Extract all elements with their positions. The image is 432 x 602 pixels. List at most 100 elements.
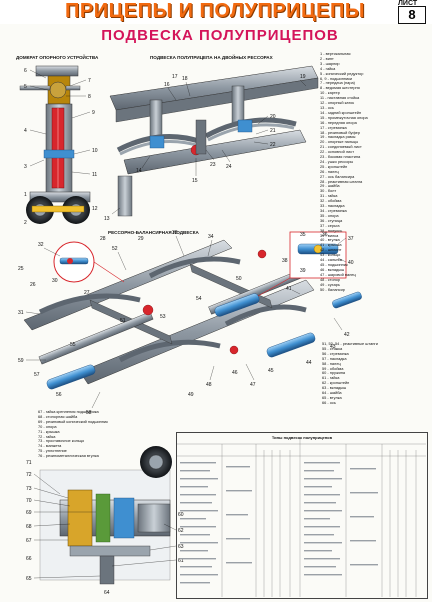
callout-42: 42 bbox=[344, 332, 350, 338]
legend-item: 44 - сальник bbox=[320, 257, 343, 263]
balancer-suspension-drawing bbox=[23, 231, 362, 390]
legend-item: 21 - соединяемый лист bbox=[320, 144, 362, 150]
callout-47: 47 bbox=[250, 382, 256, 388]
callout-67: 67 bbox=[26, 538, 32, 544]
callout-2: 2 bbox=[24, 220, 27, 226]
legend-item: 28 - реактивная штанга bbox=[320, 178, 363, 184]
callout-37: 37 bbox=[348, 236, 354, 242]
legend-item: 23 - боковая пластина bbox=[320, 154, 361, 160]
legend-item: 42 - шплинт bbox=[320, 247, 342, 253]
callout-1: 1 bbox=[24, 192, 27, 198]
callout-25: 25 bbox=[18, 266, 24, 272]
callout-33: 33 bbox=[172, 230, 178, 236]
balancer-callouts bbox=[25, 235, 347, 409]
callout-11: 11 bbox=[92, 172, 97, 178]
legend-item: 11 - наставная стойка bbox=[320, 95, 360, 101]
legend-item: 24 - ушко рессоры bbox=[320, 158, 354, 164]
legend-item: 37 - серьга bbox=[320, 222, 340, 228]
legend-item: 35 - опора bbox=[320, 212, 339, 218]
legend-item: 6, 9 - подшипники bbox=[320, 75, 353, 81]
callout-20: 20 bbox=[270, 114, 276, 120]
callout-44: 44 bbox=[306, 360, 312, 366]
legend-item: 25 - кронштейн bbox=[320, 163, 348, 169]
callout-73: 73 bbox=[26, 486, 32, 492]
callout-60: 60 bbox=[178, 512, 184, 518]
callout-18: 18 bbox=[182, 76, 188, 82]
legend-item: 51, 53, 54 - реактивные штанги bbox=[322, 341, 378, 346]
callout-4: 4 bbox=[24, 128, 27, 134]
callout-56: 56 bbox=[56, 392, 62, 398]
callout-13: 13 bbox=[104, 216, 110, 222]
legend-item: 64 - шайба bbox=[322, 390, 342, 396]
legend-item: 65 - втулка bbox=[322, 394, 342, 400]
callout-38: 38 bbox=[282, 258, 288, 264]
legend-item: 40 - втулка bbox=[320, 237, 340, 243]
legend-item: 20 - опорные пальцы bbox=[320, 139, 359, 145]
callout-46: 46 bbox=[232, 370, 238, 376]
callout-17: 17 bbox=[172, 74, 178, 80]
callout-19: 19 bbox=[300, 74, 306, 80]
legend-item: 56 - стремянка bbox=[322, 350, 349, 356]
legend-item: 66 - ось bbox=[322, 399, 336, 405]
callout-55: 55 bbox=[70, 342, 76, 348]
legend-item: 61 - гайка bbox=[322, 375, 340, 381]
legend-item: 34 - стремянка bbox=[320, 208, 347, 213]
callout-8: 8 bbox=[88, 94, 91, 100]
legend-item: 15 - промежуточная опора bbox=[320, 114, 368, 120]
suspension-table-grid bbox=[176, 438, 426, 597]
sheet-number: 8 bbox=[398, 6, 426, 24]
callout-64: 64 bbox=[104, 590, 110, 596]
callout-10: 10 bbox=[92, 148, 98, 154]
legend-item: 39 - вилка bbox=[320, 232, 339, 238]
callout-62: 62 bbox=[178, 528, 184, 534]
callout-9: 9 bbox=[92, 110, 95, 116]
callout-68: 68 bbox=[26, 524, 32, 530]
callout-14: 14 bbox=[136, 168, 142, 174]
callout-54: 54 bbox=[196, 296, 202, 302]
callout-39: 39 bbox=[300, 268, 306, 274]
callout-65: 65 bbox=[26, 576, 32, 582]
hub-callouts bbox=[33, 473, 177, 579]
callout-48: 48 bbox=[206, 382, 212, 388]
callout-34: 34 bbox=[208, 234, 214, 240]
callout-24: 24 bbox=[226, 164, 232, 170]
callout-51: 51 bbox=[120, 318, 126, 324]
legend-item: 73 - проставочное кольцо bbox=[38, 438, 85, 444]
legend-item: 8 - ведомая шестерня bbox=[320, 85, 360, 91]
page-title: ПРИЦЕПЫ И ПОЛУПРИЦЕПЫ bbox=[65, 0, 365, 22]
callout-43: 43 bbox=[330, 344, 336, 350]
legend-item: 70 - опора bbox=[38, 423, 57, 429]
legend-item: 63 - вкладыш bbox=[322, 385, 347, 391]
callout-49: 49 bbox=[188, 392, 194, 398]
legend-item: 26 - палец bbox=[320, 168, 339, 174]
callout-23: 23 bbox=[210, 162, 216, 168]
legend-item: 67 - гайка крепления подшипника bbox=[38, 409, 99, 414]
table-title: Типы подвесок полуприцепов bbox=[271, 435, 333, 440]
callout-61: 61 bbox=[178, 558, 184, 564]
legend-item: 50 - балансир bbox=[320, 286, 345, 292]
legend-item: 19 - накладка рамы bbox=[320, 134, 356, 140]
legend-item: 12 - опорный каток bbox=[320, 100, 355, 106]
suspension-table: Типы подвесок полуприцепов bbox=[176, 432, 428, 599]
callout-58: 58 bbox=[86, 410, 92, 416]
legend-item: 45 - подшипник bbox=[320, 261, 348, 267]
callout-63: 63 bbox=[178, 544, 184, 550]
caption-balancer-suspension: РЕССОРНО-БАЛАНСИРНАЯ ПОДВЕСКА bbox=[108, 230, 199, 235]
callout-52: 52 bbox=[112, 246, 118, 252]
callout-12: 12 bbox=[92, 206, 98, 212]
legend-item: 72 - гайка bbox=[38, 433, 56, 439]
callout-31: 31 bbox=[18, 310, 24, 316]
legend-item: 17 - стремянка bbox=[320, 124, 347, 130]
callout-35: 35 bbox=[300, 232, 306, 238]
callout-41: 41 bbox=[286, 286, 292, 292]
legend-item: 46 - вкладыш bbox=[320, 266, 345, 272]
legend-item: 36 - ступица bbox=[320, 217, 343, 223]
callout-32: 32 bbox=[38, 242, 44, 248]
callout-5: 5 bbox=[24, 84, 27, 90]
legend-item: 30 - болт bbox=[320, 188, 337, 194]
